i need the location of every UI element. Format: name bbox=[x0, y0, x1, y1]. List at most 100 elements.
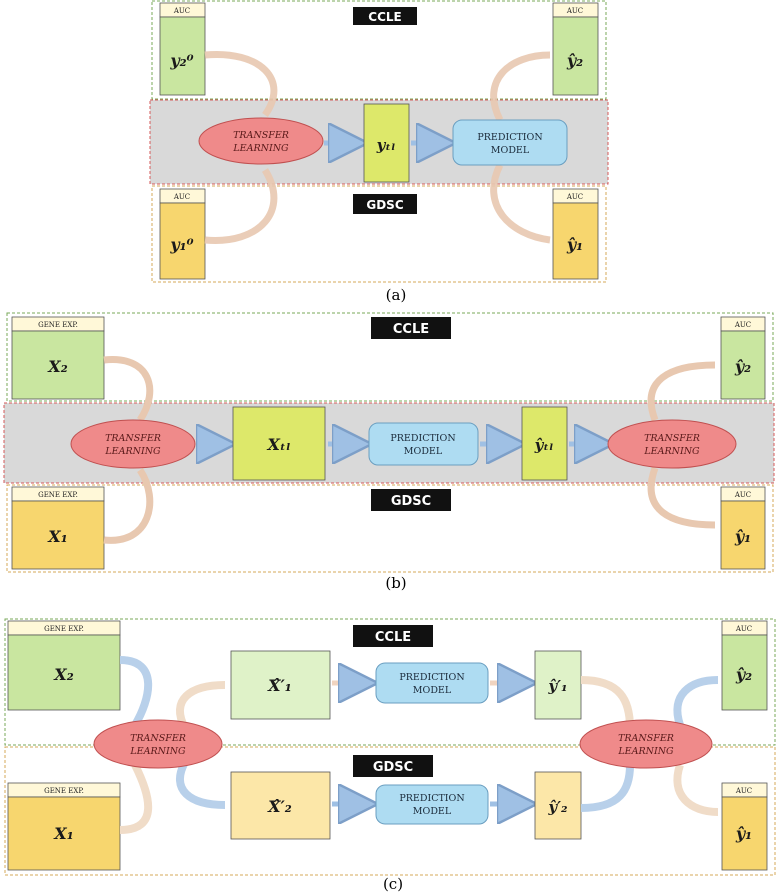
svg-text:MODEL: MODEL bbox=[491, 145, 530, 156]
x1-hat-prime-box bbox=[230, 650, 331, 720]
svg-text:PREDICTION: PREDICTION bbox=[399, 672, 464, 683]
svg-text:AUC: AUC bbox=[566, 7, 583, 15]
svg-text:TRANSFER: TRANSFER bbox=[644, 433, 700, 444]
x1-box bbox=[11, 500, 105, 570]
svg-text:𝒚₁⁰: 𝒚₁⁰ bbox=[169, 235, 193, 254]
curved-arrow bbox=[176, 681, 226, 730]
prediction-model-box bbox=[375, 662, 489, 704]
svg-text:TRANSFER: TRANSFER bbox=[618, 733, 674, 744]
svg-text:PREDICTION: PREDICTION bbox=[390, 433, 455, 444]
y1-hat-box bbox=[720, 500, 766, 570]
curved-arrow bbox=[647, 361, 716, 422]
y2-hat-box bbox=[552, 16, 599, 96]
transfer-learning-ellipse bbox=[198, 117, 324, 165]
curved-arrow bbox=[204, 50, 278, 118]
svg-text:ŷ₂: ŷ₂ bbox=[566, 51, 583, 70]
gdsc-region bbox=[4, 746, 776, 876]
prediction-model-box bbox=[368, 422, 479, 466]
caption-a: (a) bbox=[386, 286, 407, 304]
svg-text:ŷ₁: ŷ₁ bbox=[566, 235, 583, 254]
gdsc-tag bbox=[371, 489, 451, 511]
svg-text:TRANSFER: TRANSFER bbox=[105, 433, 161, 444]
transfer-learning-ellipse bbox=[607, 419, 737, 469]
svg-text:ŷₜₗ: ŷₜₗ bbox=[534, 436, 554, 454]
svg-text:GDSC: GDSC bbox=[373, 760, 413, 775]
gdsc-tag-label: GDSC bbox=[366, 198, 403, 212]
curved-arrow bbox=[647, 466, 716, 529]
svg-text:AUC: AUC bbox=[734, 491, 751, 499]
svg-text:LEARNING: LEARNING bbox=[617, 746, 674, 757]
y-tl-box bbox=[363, 103, 410, 183]
svg-text:𝒚ₜₗ: 𝒚ₜₗ bbox=[376, 136, 396, 154]
panel-a: CCLE GDSC AUC 𝒚₂⁰ AUC 𝒚₁⁰ AUC ŷ₂ AUC ŷ₁ … bbox=[149, 0, 609, 304]
panel-b: CCLE GDSC GENE EXP. 𝑿₂ GENE EXP. 𝑿₁ AUC … bbox=[3, 312, 775, 592]
gdsc-tag bbox=[353, 194, 417, 214]
svg-text:ŷ₂: ŷ₂ bbox=[734, 357, 751, 376]
svg-text:𝑿₂: 𝑿₂ bbox=[53, 665, 73, 684]
x2-box bbox=[7, 634, 121, 711]
svg-text:ŷ′₂: ŷ′₂ bbox=[547, 798, 568, 816]
svg-text:MODEL: MODEL bbox=[404, 446, 443, 457]
svg-text:𝑿̂′₂: 𝑿̂′₂ bbox=[267, 797, 292, 816]
x2-box bbox=[11, 330, 105, 400]
svg-text:PREDICTION: PREDICTION bbox=[477, 132, 542, 143]
svg-text:LEARNING: LEARNING bbox=[104, 446, 161, 457]
svg-text:AUC: AUC bbox=[566, 193, 583, 201]
y2-hat-box bbox=[721, 634, 768, 711]
caption-b: (b) bbox=[385, 574, 406, 592]
svg-text:TRANSFER: TRANSFER bbox=[233, 130, 289, 141]
svg-text:GENE EXP.: GENE EXP. bbox=[38, 321, 78, 329]
gdsc-tag bbox=[353, 755, 433, 777]
y2-0-box bbox=[159, 16, 206, 96]
svg-text:LEARNING: LEARNING bbox=[643, 446, 700, 457]
gdsc-region bbox=[151, 185, 607, 283]
transfer-learning-ellipse bbox=[93, 719, 223, 769]
svg-text:AUC: AUC bbox=[734, 321, 751, 329]
svg-text:MODEL: MODEL bbox=[413, 685, 452, 696]
y1-0-box bbox=[159, 202, 206, 280]
svg-text:ŷ′₁: ŷ′₁ bbox=[547, 677, 567, 695]
svg-text:TRANSFER: TRANSFER bbox=[130, 733, 186, 744]
x2-hat-prime-box bbox=[230, 771, 331, 840]
x1-box bbox=[7, 796, 121, 871]
svg-text:LEARNING: LEARNING bbox=[232, 143, 289, 154]
curved-arrow bbox=[580, 764, 634, 812]
transfer-learning-ellipse bbox=[70, 419, 196, 469]
curved-arrow bbox=[119, 763, 153, 834]
svg-text:GENE EXP.: GENE EXP. bbox=[38, 491, 78, 499]
curved-arrow bbox=[103, 356, 154, 422]
curved-arrow bbox=[673, 763, 719, 816]
ccle-tag bbox=[353, 625, 433, 647]
svg-text:GENE EXP.: GENE EXP. bbox=[44, 787, 84, 795]
svg-text:AUC: AUC bbox=[173, 7, 190, 15]
svg-text:𝑿₁: 𝑿₁ bbox=[47, 527, 67, 546]
y1-prime-box bbox=[534, 650, 582, 720]
curved-arrow bbox=[204, 168, 278, 244]
curved-arrow bbox=[673, 676, 719, 727]
svg-text:GDSC: GDSC bbox=[391, 494, 431, 509]
svg-text:𝑿ₜₗ: 𝑿ₜₗ bbox=[266, 435, 290, 454]
svg-text:ŷ₁: ŷ₁ bbox=[735, 824, 752, 843]
ccle-region bbox=[6, 312, 774, 402]
svg-text:𝒚₂⁰: 𝒚₂⁰ bbox=[169, 51, 193, 70]
svg-text:AUC: AUC bbox=[173, 193, 190, 201]
ccle-region bbox=[4, 618, 776, 746]
svg-text:CCLE: CCLE bbox=[393, 322, 429, 337]
caption-c: (c) bbox=[383, 875, 403, 892]
y-tl-hat-box bbox=[521, 406, 568, 481]
curved-arrow bbox=[490, 163, 551, 244]
curved-arrow bbox=[176, 760, 226, 809]
svg-text:𝑿₂: 𝑿₂ bbox=[47, 357, 67, 376]
ccle-tag bbox=[371, 317, 451, 339]
gdsc-region bbox=[6, 484, 774, 573]
svg-text:AUC: AUC bbox=[735, 787, 752, 795]
ccle-region bbox=[151, 0, 607, 100]
y1-hat-box bbox=[721, 796, 768, 871]
svg-text:ŷ₁: ŷ₁ bbox=[734, 527, 751, 546]
panel-c: CCLE GDSC GENE EXP. 𝑿₂ GENE EXP. 𝑿₁ TRAN… bbox=[4, 618, 776, 892]
svg-text:MODEL: MODEL bbox=[413, 806, 452, 817]
svg-text:PREDICTION: PREDICTION bbox=[399, 793, 464, 804]
x-tl-box bbox=[232, 406, 326, 481]
svg-text:ŷ₂: ŷ₂ bbox=[735, 665, 752, 684]
